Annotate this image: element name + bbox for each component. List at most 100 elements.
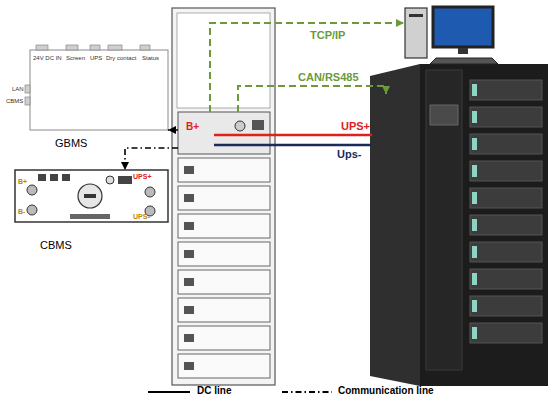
connector — [25, 85, 30, 93]
computer — [405, 7, 498, 64]
line-label: TCP/IP — [310, 30, 345, 41]
port — [38, 174, 46, 181]
control-panel — [178, 112, 270, 154]
ups-positive-cable — [214, 134, 372, 136]
knob-handle — [84, 194, 96, 198]
battery-module — [178, 158, 270, 182]
port — [62, 174, 70, 181]
power-module — [470, 269, 542, 289]
port — [50, 174, 58, 181]
connector — [108, 45, 122, 50]
port-label: Status — [142, 55, 159, 61]
connector — [90, 45, 100, 50]
power-module — [470, 323, 542, 343]
cbms-case — [15, 170, 168, 222]
module-handle — [184, 278, 194, 286]
legend-text: DC line — [197, 386, 231, 396]
power-module — [470, 215, 542, 235]
line-label: Ups- — [337, 149, 361, 160]
module-light — [472, 138, 477, 150]
can-rs485-line — [238, 86, 386, 112]
module-handle — [184, 362, 194, 370]
module-light — [472, 327, 477, 339]
power-module — [470, 188, 542, 208]
breaker — [235, 121, 245, 131]
cbms-box: CBMSB+B-UPS+UPS- — [15, 170, 168, 222]
battery-module — [178, 298, 270, 322]
module-handle — [184, 222, 194, 230]
module-light — [472, 84, 477, 96]
keyboard — [430, 58, 498, 64]
connector — [66, 45, 78, 50]
rack-frame — [172, 8, 275, 385]
module-handle — [184, 250, 194, 258]
port-label: UPS- — [133, 213, 150, 220]
communication-connector — [125, 148, 178, 170]
terminal — [27, 205, 37, 215]
connector — [36, 45, 48, 50]
port-label: CBMS — [6, 98, 23, 104]
legend-sample-solid — [148, 391, 190, 393]
drive-slot — [409, 14, 423, 17]
port-label: B+ — [18, 178, 27, 185]
battery-module — [178, 270, 270, 294]
terminal — [27, 185, 37, 195]
port — [118, 176, 132, 184]
power-module — [470, 296, 542, 316]
battery-modules — [178, 158, 270, 378]
line-label: CAN/RS485 — [298, 72, 359, 83]
node-heading: B+ — [186, 122, 199, 132]
module-handle — [184, 334, 194, 342]
monitor-stand — [458, 48, 468, 54]
module-light — [472, 192, 477, 204]
port-label: Screen — [66, 55, 85, 61]
battery-module — [178, 186, 270, 210]
port-label: B- — [18, 208, 25, 215]
power-module — [470, 134, 542, 154]
node-heading: GBMS — [55, 138, 87, 149]
module-handle — [184, 166, 194, 174]
rack-control-panel: B+ — [178, 112, 270, 154]
port — [252, 120, 264, 130]
breaker-knob — [78, 184, 102, 208]
port-label: LAN — [12, 86, 24, 92]
battery-rack — [172, 8, 275, 385]
terminal — [145, 187, 155, 197]
monitor — [433, 7, 493, 47]
control-screen — [430, 105, 458, 125]
port-label: 24V DC IN — [33, 55, 62, 61]
power-modules — [470, 80, 542, 343]
module-light — [472, 300, 477, 312]
communication-connector — [168, 129, 178, 131]
node-heading: CBMS — [40, 240, 72, 251]
cabinet-door — [426, 70, 462, 370]
ups-negative-cable — [214, 144, 372, 146]
battery-module — [178, 354, 270, 378]
line-label: UPS+ — [341, 121, 370, 132]
gbms-device — [25, 45, 168, 130]
power-module — [470, 107, 542, 127]
rack-top — [177, 13, 270, 108]
pc-tower — [405, 8, 427, 58]
gbms-box: GBMS24V DC INScreenUPSDry contactStatusL… — [30, 50, 168, 130]
module-light — [472, 273, 477, 285]
module-handle — [184, 306, 194, 314]
cabinet-side — [370, 64, 420, 386]
module-handle — [184, 194, 194, 202]
legend-sample-dashdot — [282, 391, 332, 393]
power-module — [470, 161, 542, 181]
port — [70, 214, 110, 219]
module-light — [472, 219, 477, 231]
led — [106, 176, 114, 184]
cabinet-front — [420, 64, 548, 386]
connector — [140, 45, 150, 50]
module-light — [472, 111, 477, 123]
gbms-case — [30, 50, 168, 130]
battery-module — [178, 242, 270, 266]
tcp-ip-line — [210, 23, 404, 112]
port-label: UPS+ — [133, 173, 151, 180]
cbms-panel — [15, 170, 168, 222]
battery-module — [178, 214, 270, 238]
battery-module — [178, 326, 270, 350]
